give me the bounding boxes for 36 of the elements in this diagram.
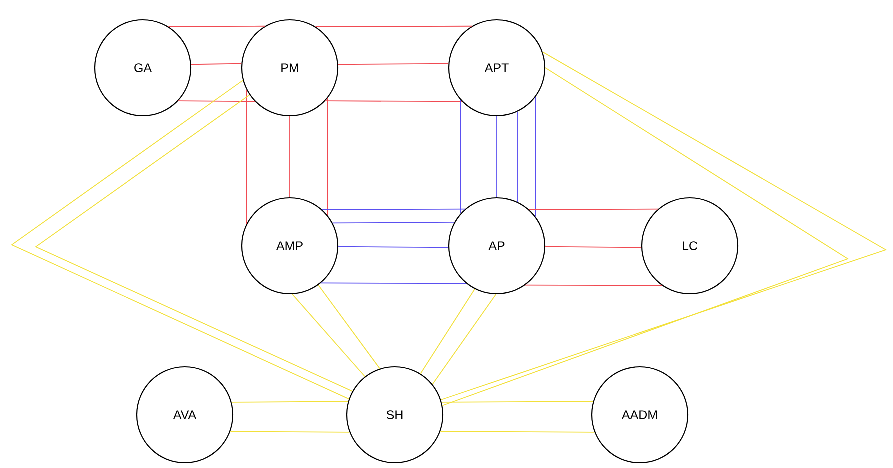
circle-node: LC — [641, 197, 739, 295]
connector-line — [545, 246, 642, 248]
circle-node: APT — [448, 19, 546, 117]
connector-line — [529, 208, 659, 210]
circle-node: SH — [346, 366, 444, 464]
connector-line — [525, 284, 663, 286]
connector-line — [441, 401, 594, 403]
connector-line — [338, 63, 450, 66]
connector-line — [322, 208, 466, 210]
connector-line — [246, 90, 248, 224]
connector-line — [327, 98, 328, 216]
connector-line — [318, 284, 380, 370]
connector-line — [460, 100, 462, 214]
connector-line — [517, 112, 518, 202]
connector-line — [292, 294, 366, 378]
connector-line — [230, 431, 350, 433]
connector-line — [338, 246, 449, 248]
circle-node: PM — [241, 19, 339, 117]
circle-node: AMP — [241, 197, 339, 295]
circle-node: AVA — [136, 366, 234, 464]
circle-node: AP — [448, 197, 546, 295]
connector-line — [325, 100, 463, 102]
connector-line — [440, 431, 596, 433]
connector-line — [315, 26, 472, 28]
connector-line — [535, 96, 536, 218]
connector-line — [332, 222, 455, 224]
connector-line — [420, 288, 476, 374]
connector-line — [190, 63, 242, 66]
connector-line — [432, 294, 497, 385]
circle-node: GA — [94, 19, 192, 117]
connector-line — [320, 282, 467, 284]
connector-line — [168, 26, 266, 28]
connector-line — [496, 116, 498, 198]
connector-line — [231, 401, 349, 403]
circle-node: AADM — [591, 366, 689, 464]
connector-line — [178, 100, 256, 102]
